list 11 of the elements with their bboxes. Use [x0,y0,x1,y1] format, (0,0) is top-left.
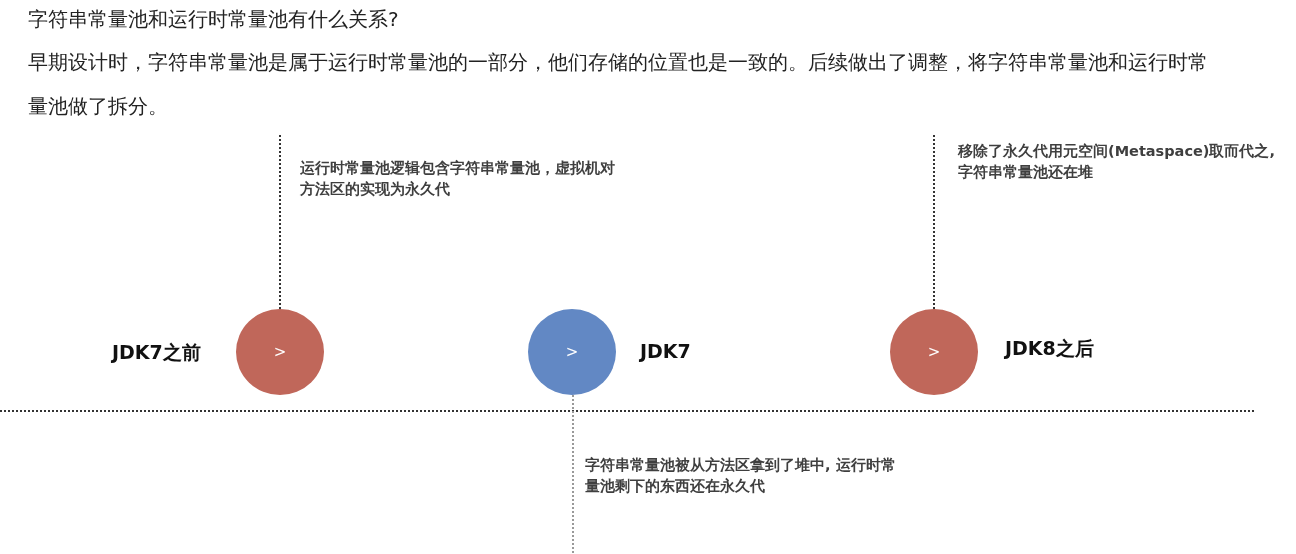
chevron-text: > [927,343,941,361]
intro-paragraph: 早期设计时，字符串常量池是属于运行时常量池的一部分，他们存储的位置也是一致的。后续做出了调整，将字符串常量池和运行时常量池做了拆分。 [28,49,1208,120]
chevron-text: > [565,343,579,361]
annotation-text: 字符串常量池被从方法区拿到了堆中, 运行时常量池剩下的东西还在永久代 [585,456,897,496]
timeline-label: JDK7之前 [112,340,201,365]
timeline-label: JDK8之后 [1005,336,1094,361]
chevron-text: > [273,343,287,361]
timeline-label: JDK7 [640,340,691,362]
annotation-text: 移除了永久代用元空间(Metaspace)取而代之, 字符串常量池还在堆 [958,142,1276,182]
title: 字符串常量池和运行时常量池有什么关系? [28,6,399,33]
annotation-text: 运行时常量池逻辑包含字符串常量池，虚拟机对方法区的实现为永久代 [300,159,616,199]
